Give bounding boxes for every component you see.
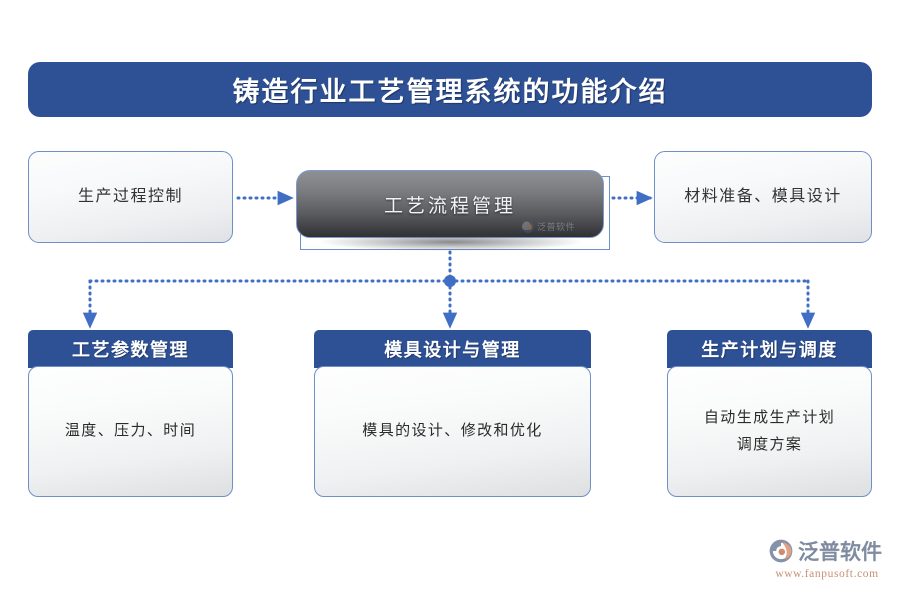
node-process-parameter-management-text: 温度、压力、时间 — [64, 422, 197, 440]
node-mold-design-management-title: 模具设计与管理 — [384, 340, 521, 360]
node-material-preparation-mold-design-label: 材料准备、模具设计 — [684, 187, 842, 205]
fanpu-logo-icon — [769, 539, 793, 563]
node-process-parameter-management-header[interactable]: 工艺参数管理 — [28, 330, 233, 368]
node-process-flow-management[interactable]: 工艺流程管理 泛普软件 — [296, 170, 604, 238]
connector-junction-dot — [444, 275, 456, 287]
node-mold-design-management-header[interactable]: 模具设计与管理 — [314, 330, 591, 368]
watermark-logo-icon — [521, 220, 534, 233]
node-mold-design-management-text: 模具的设计、修改和优化 — [362, 422, 543, 440]
node-process-flow-management-label: 工艺流程管理 — [383, 195, 516, 217]
node-process-parameter-management-title: 工艺参数管理 — [72, 340, 189, 360]
watermark: 泛普软件 — [521, 220, 575, 233]
brand-name: 泛普软件 — [798, 541, 882, 564]
node-production-process-control-label: 生产过程控制 — [77, 187, 183, 205]
brand-logo-row: 泛普软件 — [768, 536, 886, 566]
brand-logo: 泛普软件 www.fanpusoft.com — [768, 536, 886, 586]
node-material-preparation-mold-design[interactable]: 材料准备、模具设计 — [654, 151, 872, 243]
node-production-plan-scheduling-title: 生产计划与调度 — [701, 340, 838, 360]
node-production-plan-scheduling-header[interactable]: 生产计划与调度 — [667, 330, 872, 368]
node-production-plan-scheduling-text: 自动生成生产计划 调度方案 — [703, 409, 836, 453]
node-process-parameter-management-body[interactable]: 温度、压力、时间 — [28, 366, 233, 497]
watermark-label: 泛普软件 — [536, 222, 575, 232]
node-production-process-control[interactable]: 生产过程控制 — [28, 151, 233, 243]
page-title: 铸造行业工艺管理系统的功能介绍 — [232, 77, 668, 107]
node-production-plan-scheduling-body[interactable]: 自动生成生产计划 调度方案 — [667, 366, 872, 497]
brand-url: www.fanpusoft.com — [775, 568, 879, 580]
node-mold-design-management-body[interactable]: 模具的设计、修改和优化 — [314, 366, 591, 497]
page-title-banner: 铸造行业工艺管理系统的功能介绍 — [28, 62, 872, 117]
